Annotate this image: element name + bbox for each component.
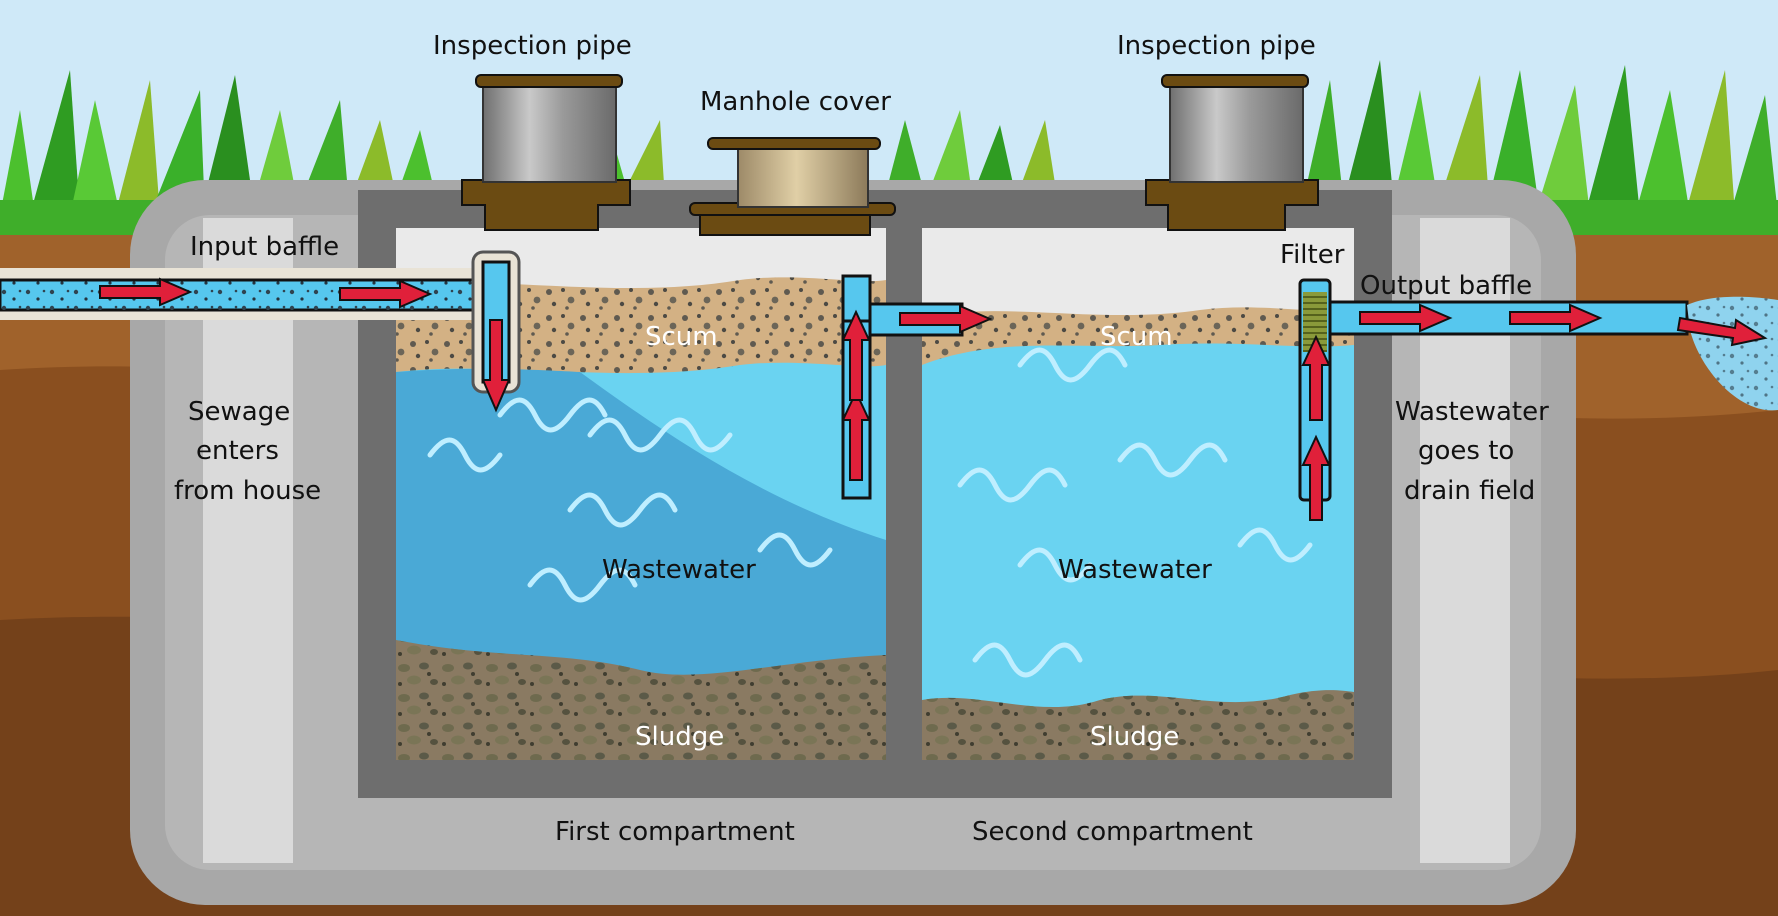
label-wastewater-out-line3: drain field	[1404, 476, 1535, 506]
first-water-dark	[396, 368, 886, 690]
inspection-pipe-right-cap	[1161, 74, 1309, 88]
label-sludge-right: Sludge	[1090, 722, 1179, 752]
inspection-pipe-right	[1145, 74, 1319, 231]
label-first-compartment: First compartment	[555, 817, 795, 847]
red-flow-arrow-icon	[99, 277, 1768, 521]
output-pipe-body	[1328, 300, 1689, 336]
label-sewage-line2: enters	[196, 436, 279, 466]
label-sludge-left: Sludge	[635, 722, 724, 752]
label-wastewater-out-line2: goes to	[1418, 436, 1514, 466]
label-inspection-pipe-left: Inspection pipe	[433, 31, 632, 61]
inspection-pipe-left-cap	[475, 74, 623, 88]
manhole	[689, 137, 896, 236]
inspection-pipe-left-body	[482, 81, 617, 183]
label-wastewater-left: Wastewater	[602, 555, 756, 585]
label-manhole-cover: Manhole cover	[700, 87, 891, 117]
label-scum-left: Scum	[645, 322, 718, 352]
label-second-compartment: Second compartment	[972, 817, 1253, 847]
manhole-cover-lid	[707, 137, 881, 150]
inspection-pipe-right-collar	[1145, 179, 1319, 231]
wave-icon	[427, 347, 1313, 678]
diagram-labels: Inspection pipe Inspection pipe Manhole …	[174, 31, 1549, 847]
label-sewage-line1: Sewage	[188, 397, 290, 427]
manhole-body	[737, 144, 869, 208]
second-compartment	[922, 228, 1354, 760]
label-inspection-pipe-right: Inspection pipe	[1117, 31, 1316, 61]
second-water	[922, 343, 1354, 720]
label-output-baffle: Output baffle	[1360, 271, 1532, 301]
second-sludge-particles	[922, 690, 1354, 760]
label-filter: Filter	[1280, 240, 1345, 270]
label-wastewater-out-line1: Wastewater	[1395, 397, 1549, 427]
label-input-baffle: Input baffle	[190, 232, 339, 262]
first-sludge-particles	[396, 640, 886, 760]
inspection-pipe-left-collar	[461, 179, 631, 231]
inspection-pipe-left	[461, 74, 631, 231]
inspection-pipe-right-body	[1169, 81, 1304, 183]
label-sewage-line3: from house	[174, 476, 321, 506]
label-scum-right: Scum	[1100, 322, 1173, 352]
tank-left-wall-highlight	[203, 218, 293, 863]
label-wastewater-right: Wastewater	[1058, 555, 1212, 585]
